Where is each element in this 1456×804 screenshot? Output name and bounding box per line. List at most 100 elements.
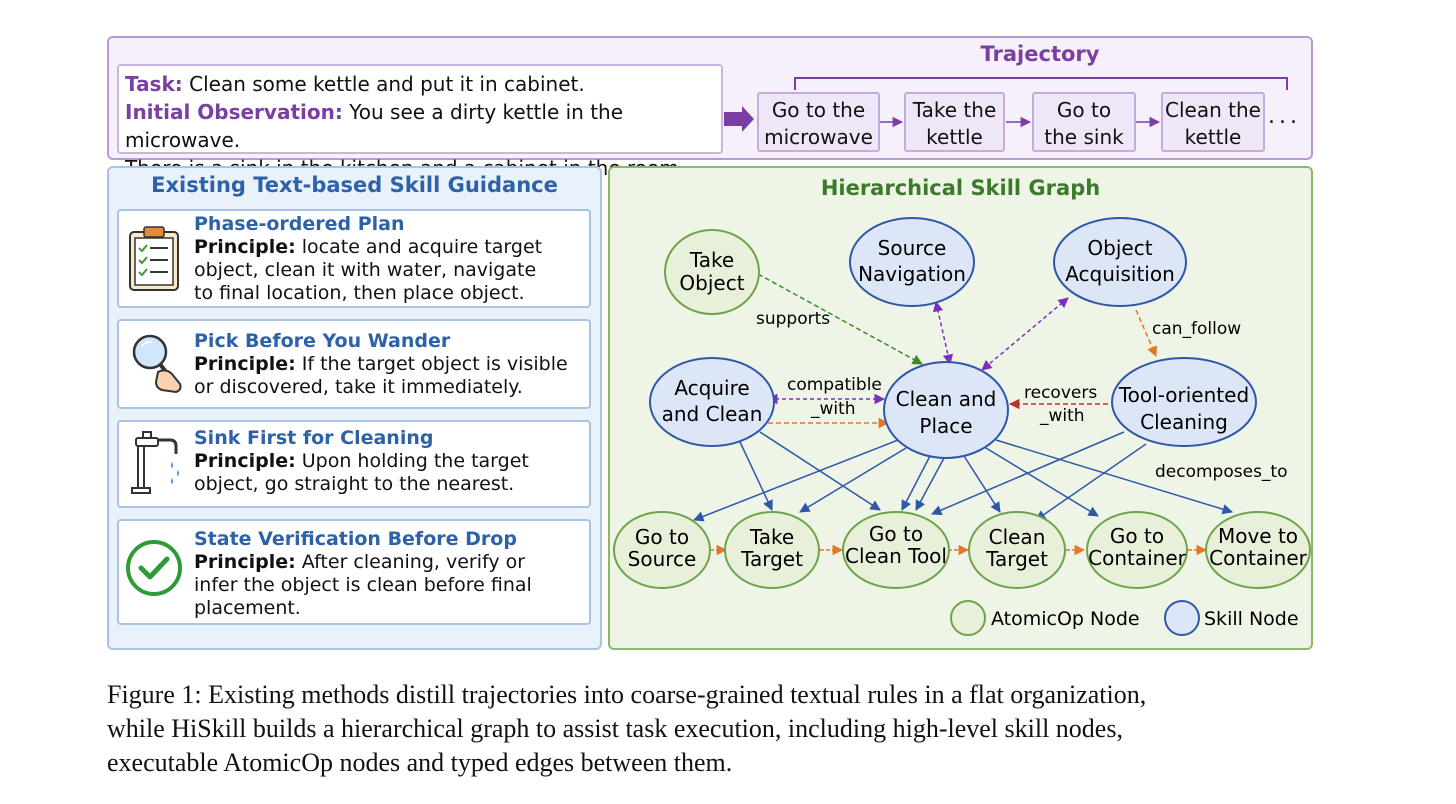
guidance-card-2 <box>117 319 591 409</box>
observation-label: Initial Observation: <box>125 100 343 124</box>
node-move-to-container: Move to Container <box>1205 511 1311 589</box>
edge-clean-place-to-go-clean-tool <box>901 455 931 511</box>
guidance-card-1-title: Phase-ordered Plan <box>194 213 405 235</box>
skill-graph: Source Navigation Object Acquisition Acq… <box>613 217 1311 636</box>
node-source-navigation-l1: Source <box>878 236 947 260</box>
check-circle-icon <box>126 540 182 596</box>
trajectory-title: Trajectory <box>980 42 1100 66</box>
magnifier-hand-icon <box>132 334 182 394</box>
guidance-card-3 <box>117 420 591 508</box>
edge-clean-place-to-take-target <box>799 447 907 513</box>
node-tool-oriented-cleaning: Tool-oriented Cleaning <box>1111 357 1257 447</box>
step-4-line-1: Clean the <box>1165 98 1261 122</box>
legend-skill-swatch <box>1164 600 1200 636</box>
guidance-card-1-line-3: to final location, then place object. <box>194 282 525 304</box>
node-clean-and-place: Clean and Place <box>883 361 1009 459</box>
legend-atomic-swatch <box>950 600 986 636</box>
node-clean-target: Clean Target <box>968 511 1066 589</box>
node-go-to-source: Go to Source <box>613 511 711 589</box>
edge-clean-place-to-go-source <box>693 439 899 522</box>
observation-line: Initial Observation: You see a dirty ket… <box>125 98 715 154</box>
trajectory-step-2: Take the kettle <box>904 92 1005 152</box>
node-clean-target-l1: Clean <box>989 525 1046 549</box>
edge-clean-place-to-go-container <box>985 447 1099 517</box>
node-object-acquisition-l2: Acquisition <box>1065 262 1175 286</box>
node-tool-oriented-cleaning-l2: Cleaning <box>1140 410 1228 434</box>
node-source-navigation: Source Navigation <box>849 217 975 307</box>
node-take-target-l1: Take <box>749 525 794 549</box>
edge-source-nav-clean-place <box>932 300 954 366</box>
edge-object-acq-clean-place <box>981 297 1069 371</box>
node-take-object-l2: Object <box>679 271 744 295</box>
node-go-to-source-l2: Source <box>628 547 697 571</box>
node-go-to-container: Go to Container <box>1086 511 1188 589</box>
guidance-card-2-line-1: Principle: If the target object is visib… <box>194 353 586 376</box>
trajectory-connectors <box>724 77 1288 132</box>
node-go-to-container-l1: Go to <box>1110 524 1164 548</box>
edge-clean-place-to-go-clean-tool-2 <box>915 457 945 511</box>
trajectory-step-3: Go to the sink <box>1032 92 1136 152</box>
node-clean-target-l2: Target <box>985 547 1048 571</box>
node-clean-and-place-l2: Place <box>919 414 972 438</box>
trajectory-step-1: Go to the microwave <box>757 92 880 152</box>
step-1-line-2: microwave <box>764 125 873 149</box>
node-tool-oriented-cleaning-l1: Tool-oriented <box>1118 383 1249 407</box>
node-object-acquisition-l1: Object <box>1087 236 1152 260</box>
node-move-to-container-l2: Container <box>1209 546 1308 570</box>
step-3-line-1: Go to <box>1056 98 1112 122</box>
legend-skill-label: Skill Node <box>1204 608 1299 630</box>
guidance-card-4-line-1: Principle: After cleaning, verify or <box>194 551 586 574</box>
guidance-card-4-text: State Verification Before Drop Principle… <box>194 527 586 620</box>
label-recovers: recovers <box>1024 383 1097 403</box>
node-acquire-and-clean-l1: Acquire <box>674 376 749 400</box>
step-2-line-1: Take the <box>912 98 997 122</box>
step-4-line-2: kettle <box>1184 125 1242 149</box>
node-go-to-clean-tool-l1: Go to <box>869 522 923 546</box>
clipboard-checklist-icon <box>129 226 179 291</box>
skill-graph-title: Hierarchical Skill Graph <box>820 176 1101 200</box>
guidance-card-2-text: Pick Before You Wander Principle: If the… <box>194 329 586 399</box>
node-go-to-clean-tool: Go to Clean Tool <box>842 511 950 589</box>
node-object-acquisition: Object Acquisition <box>1053 217 1187 307</box>
principle-label: Principle: <box>194 236 296 258</box>
figure-caption: Figure 1: Existing methods distill traje… <box>107 678 1337 780</box>
node-go-to-clean-tool-l2: Clean Tool <box>845 544 947 568</box>
guidance-card-1-text-1: locate and acquire target <box>295 236 543 258</box>
principle-label: Principle: <box>194 551 296 573</box>
guidance-card-2-title: Pick Before You Wander <box>194 330 451 352</box>
observation-text: You see a dirty kettle in the microwave. <box>125 100 624 152</box>
caption-line-3: executable AtomicOp nodes and typed edge… <box>107 748 733 777</box>
task-text: Clean some kettle and put it in cabinet. <box>182 72 585 96</box>
guidance-card-4-text-1: After cleaning, verify or <box>295 551 526 573</box>
guidance-card-4-line-3: placement. <box>194 597 301 619</box>
label-can-follow: can_follow <box>1152 319 1241 339</box>
principle-label: Principle: <box>194 450 296 472</box>
node-take-object: Take Object <box>664 229 760 315</box>
node-source-navigation-l2: Navigation <box>858 262 966 286</box>
node-go-to-container-l2: Container <box>1088 546 1187 570</box>
legend-atomic-label: AtomicOp Node <box>991 608 1140 630</box>
step-2-line-2: kettle <box>926 125 983 149</box>
edge-supports <box>757 273 923 365</box>
node-move-to-container-l1: Move to <box>1218 524 1298 548</box>
guidance-card-2-line-2: or discovered, take it immediately. <box>194 376 523 398</box>
edge-tool-to-clean-target <box>1035 443 1147 521</box>
node-go-to-source-l1: Go to <box>635 525 689 549</box>
guidance-card-2-text-1: If the target object is visible <box>295 353 568 375</box>
guidance-card-3-line-1: Principle: Upon holding the target <box>194 450 586 473</box>
trajectory-ellipsis: ... <box>1268 104 1301 129</box>
guidance-card-1 <box>117 209 591 308</box>
guidance-card-3-line-2: object, go straight to the nearest. <box>194 473 515 495</box>
principle-label: Principle: <box>194 353 296 375</box>
node-take-target-l2: Target <box>740 547 803 571</box>
task-label: Task: <box>125 72 183 96</box>
node-take-object-l1: Take <box>689 248 734 272</box>
caption-line-2: while HiSkill builds a hierarchical grap… <box>107 714 1123 743</box>
text-guidance-title: Existing Text-based Skill Guidance <box>151 173 558 197</box>
label-decomposes-to: decomposes_to <box>1155 462 1288 482</box>
guidance-card-3-text: Sink First for Cleaning Principle: Upon … <box>194 426 586 496</box>
trajectory-step-4: Clean the kettle <box>1161 92 1265 152</box>
guidance-card-4 <box>117 519 591 625</box>
guidance-card-3-text-1: Upon holding the target <box>295 450 529 472</box>
trajectory-bracket <box>794 77 1288 90</box>
